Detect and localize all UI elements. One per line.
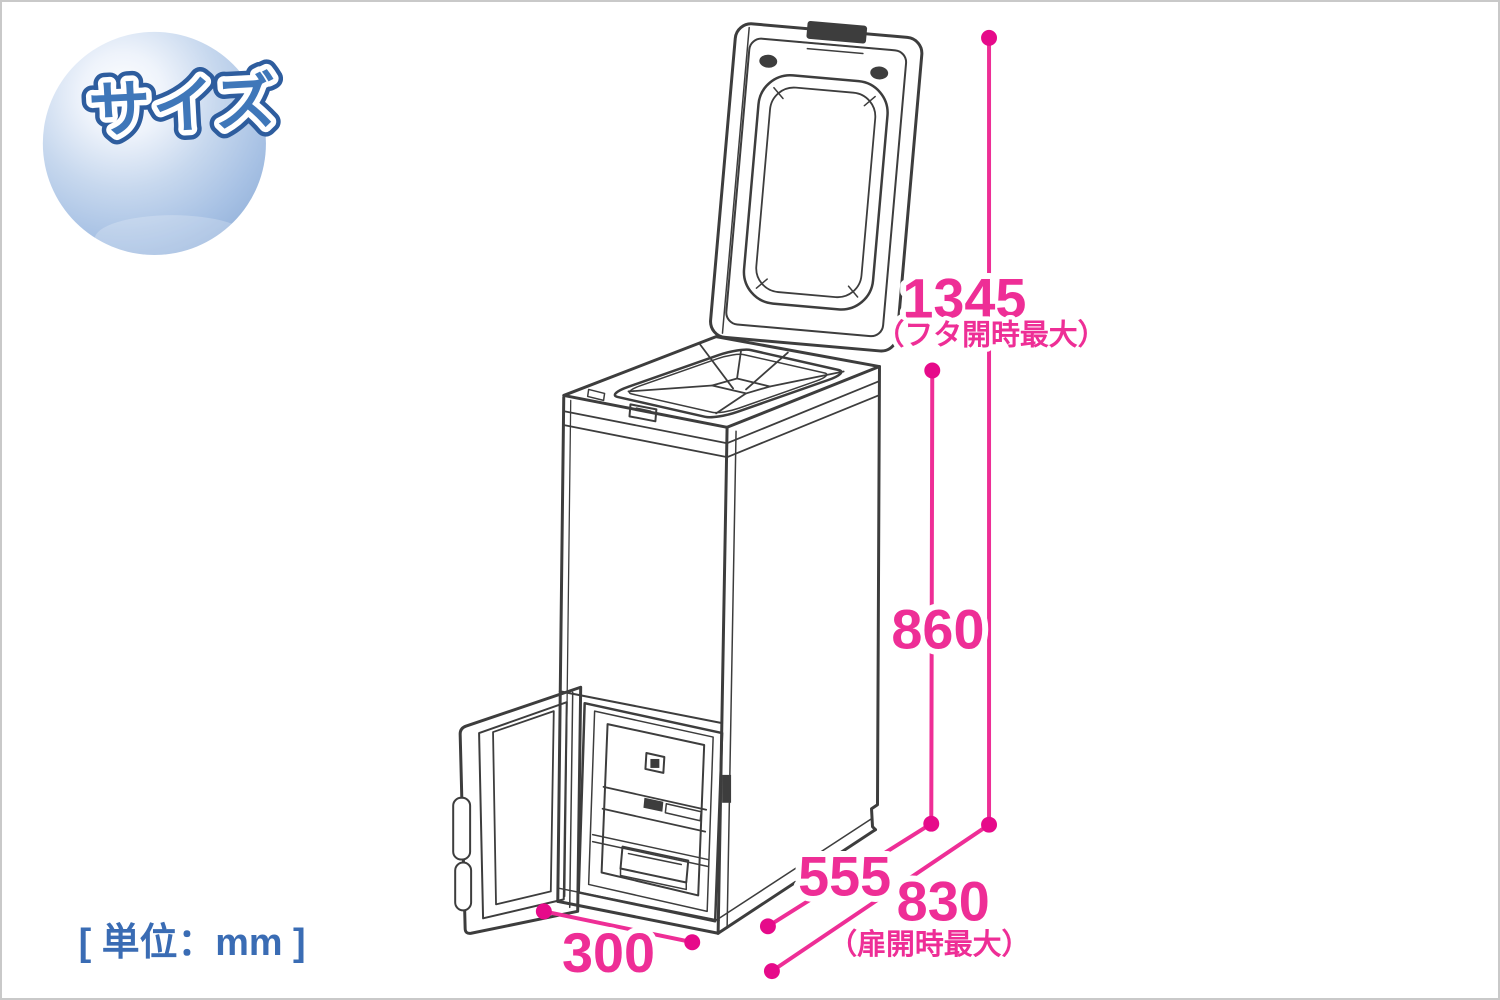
drawer-slot	[664, 803, 702, 822]
door-opening-inner-frame	[587, 710, 714, 913]
dimension-labels: 1345 （フタ開時最大） 860 555 830 （扉開時最大） 300	[556, 262, 1111, 990]
door-inner-liner	[492, 710, 555, 906]
door-thickness-line	[568, 691, 574, 909]
dimension-lines	[541, 35, 992, 974]
dim-line-body-height	[929, 368, 935, 826]
top-opening-outer	[607, 348, 850, 420]
logo-sphere-bottom-light	[94, 215, 251, 263]
lid-latch	[806, 20, 868, 44]
shelf-lines	[591, 833, 709, 868]
funnel-throat	[711, 377, 771, 395]
dim-dot	[981, 29, 998, 46]
recess-back-panel	[600, 723, 706, 897]
lid-window-inner	[755, 86, 877, 299]
rim-band-lines	[563, 380, 880, 459]
dispense-compartment	[577, 701, 724, 923]
door-inner-frame	[478, 701, 568, 920]
lid-window-corner-lines	[755, 86, 876, 298]
funnel-lines	[627, 343, 845, 415]
dispense-button-outline	[644, 751, 666, 774]
dim-line-door-open-depth	[769, 822, 992, 974]
top-opening-inner	[623, 353, 834, 415]
dim-value-body-width: 300	[562, 922, 655, 984]
lid-catch-latch	[628, 403, 658, 423]
dispense-button	[650, 758, 660, 768]
door-catch-strip	[722, 774, 732, 803]
dim-dot	[923, 815, 940, 832]
unit-label: [ 単位：mm ]	[79, 922, 306, 964]
dim-value-body-depth: 555	[798, 845, 891, 907]
door-outer-outline	[458, 685, 583, 935]
dim-dot	[535, 903, 552, 920]
dimension-dots	[535, 29, 998, 980]
logo-text: サイズ	[87, 67, 280, 146]
lid-screw-left	[759, 54, 778, 68]
body-back-right-edge	[870, 365, 881, 832]
door-hinge-upper	[452, 796, 472, 861]
tray-inner-line	[619, 852, 688, 891]
open-door	[452, 685, 583, 935]
body-bottom-right-edge	[716, 828, 877, 935]
dim-value-door-open-depth: 830	[897, 870, 990, 932]
lid-outer-shell	[709, 22, 924, 353]
dim-dot	[924, 362, 941, 379]
lid-window-outer	[742, 74, 889, 311]
dim-note-door-open-depth: （扉開時最大）	[828, 928, 1030, 961]
product-line-drawing	[452, 20, 924, 935]
logo-sphere	[42, 31, 266, 255]
lid-latch-detail	[797, 41, 875, 55]
dim-dot	[684, 934, 701, 951]
dim-dot	[763, 963, 780, 980]
drawer-handle	[643, 797, 664, 812]
stocker-body	[556, 337, 881, 935]
body-left-edge	[556, 395, 566, 903]
rim-clip-detail	[586, 388, 606, 402]
dim-value-lid-open-height: 1345	[902, 268, 1026, 330]
front-face-seam	[558, 690, 724, 725]
dim-value-body-height: 860	[891, 598, 984, 660]
dim-note-lid-open-height: （フタ開時最大）	[875, 319, 1106, 352]
dim-dot	[759, 918, 776, 935]
door-hinge-lower	[454, 861, 473, 912]
body-front-right-seam	[726, 430, 737, 930]
body-front-right-edge	[716, 425, 729, 935]
size-logo: サイズ サイズ サイズ	[42, 31, 290, 263]
drawer-band-lines	[601, 785, 708, 833]
lid-screw-right	[870, 66, 889, 80]
body-bottom-front-edge	[556, 899, 720, 935]
open-lid	[709, 20, 924, 353]
lid-edge-thickness-line	[721, 26, 750, 334]
logo-text-white-outline: サイズ	[87, 67, 280, 146]
dim-line-body-depth	[765, 821, 934, 929]
dim-dot	[981, 816, 998, 833]
door-opening-outer-frame	[577, 701, 724, 923]
dim-line-body-width	[541, 909, 695, 945]
